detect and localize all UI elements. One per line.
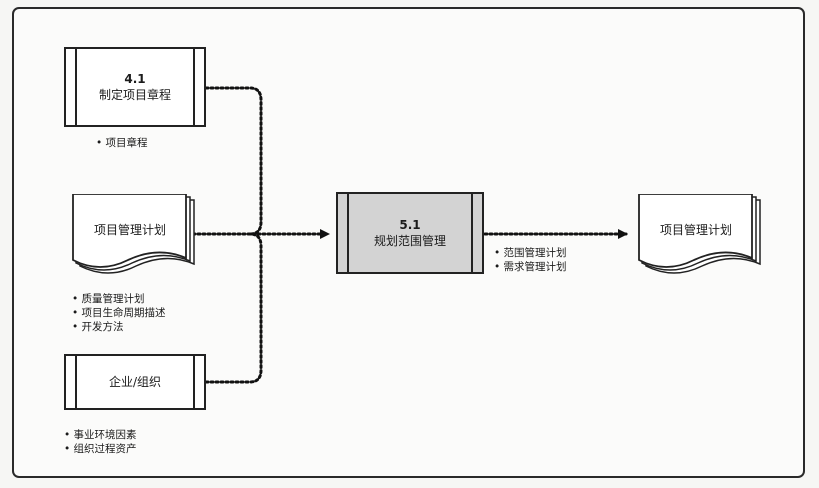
plan-bullet-1: 质量管理计划 <box>72 292 166 306</box>
plan-bullets: 质量管理计划 项目生命周期描述 开发方法 <box>72 292 166 334</box>
charter-process-box: 4.1 制定项目章程 <box>64 47 206 127</box>
process-title: 规划范围管理 <box>373 234 446 248</box>
process-number: 5.1 <box>399 218 421 232</box>
plan-bullet-3: 开发方法 <box>72 320 166 334</box>
charter-bullet-1: 项目章程 <box>96 136 148 150</box>
output-bullets: 范围管理计划 需求管理计划 <box>494 246 567 274</box>
output-bullet-1: 范围管理计划 <box>494 246 567 260</box>
plan-document: 项目管理计划 <box>72 194 196 280</box>
charter-number: 4.1 <box>124 72 146 86</box>
charter-title: 制定项目章程 <box>98 88 171 102</box>
charter-bullets: 项目章程 <box>96 136 148 150</box>
plan-scope-management-process: 5.1 规划范围管理 <box>336 192 484 274</box>
plan-document-shape <box>72 194 195 274</box>
org-bullet-1: 事业环境因素 <box>64 428 137 442</box>
output-document-shape <box>638 194 761 274</box>
org-bullet-2: 组织过程资产 <box>64 442 137 456</box>
org-box: 企业/组织 <box>64 354 206 410</box>
plan-document-label: 项目管理计划 <box>93 223 166 237</box>
output-plan-document: 项目管理计划 <box>638 194 762 280</box>
output-document-label: 项目管理计划 <box>659 223 732 237</box>
output-bullet-2: 需求管理计划 <box>494 260 567 274</box>
org-bullets: 事业环境因素 组织过程资产 <box>64 428 137 456</box>
org-title: 企业/组织 <box>108 375 162 389</box>
plan-bullet-2: 项目生命周期描述 <box>72 306 166 320</box>
